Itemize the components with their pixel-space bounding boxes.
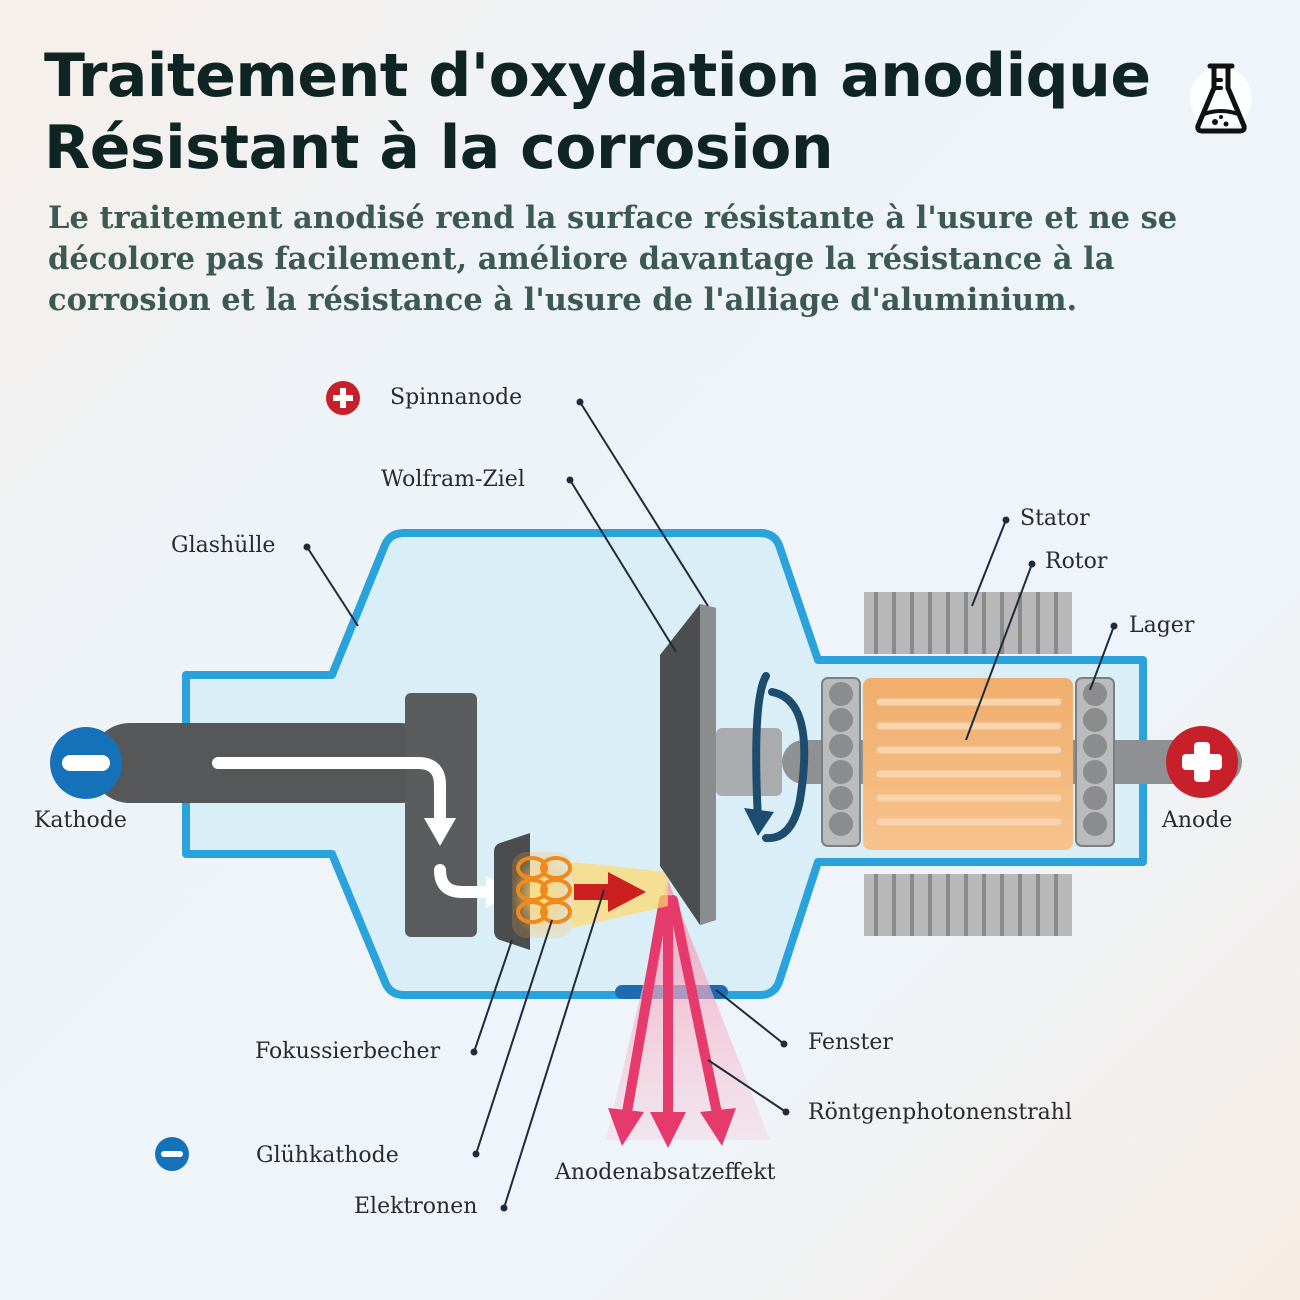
label-lager: Lager [1129, 613, 1195, 638]
leader-dots [303, 398, 1118, 1212]
title-line-1: Traitement d'oxydation anodique [44, 41, 1151, 111]
minus-icon [50, 727, 122, 799]
filament [516, 856, 572, 924]
page-subtitle: Le traitement anodisé rend la surface ré… [48, 200, 1178, 318]
label-rotor: Rotor [1045, 549, 1108, 574]
flask-icon [1190, 63, 1252, 134]
label-anode: Anode [1161, 808, 1232, 833]
label-spinnanode: Spinnanode [390, 385, 522, 410]
label-fenster: Fenster [808, 1030, 893, 1055]
leader-lines [306, 401, 1115, 1209]
label-kathode: Kathode [34, 808, 127, 833]
label-stator: Stator [1020, 506, 1090, 531]
page-title: Traitement d'oxydation anodique Résistan… [44, 40, 1151, 184]
cathode-assembly [90, 693, 514, 937]
label-anodenabsatzeffekt: Anodenabsatzeffekt [554, 1160, 776, 1185]
tungsten-target [660, 604, 716, 925]
label-fokussierbecher: Fokussierbecher [255, 1039, 441, 1064]
plus-icon [1166, 726, 1238, 798]
stator [864, 592, 1072, 936]
label-wolfram-ziel: Wolfram-Ziel [381, 467, 525, 492]
bearing-left [821, 677, 861, 847]
label-gluehkathode: Glühkathode [256, 1143, 399, 1168]
rotation-arrow [752, 672, 809, 843]
minus-icon [155, 1137, 189, 1171]
title-line-2: Résistant à la corrosion [44, 113, 834, 183]
rotor [863, 678, 1073, 850]
label-elektronen: Elektronen [354, 1194, 477, 1219]
plus-icon [326, 381, 360, 415]
bearing-right [1075, 677, 1115, 847]
label-glashuelle: Glashülle [171, 533, 275, 558]
label-roentgenphotonenstrahl: Röntgenphotonenstrahl [808, 1100, 1072, 1125]
electron-beam [572, 862, 668, 928]
